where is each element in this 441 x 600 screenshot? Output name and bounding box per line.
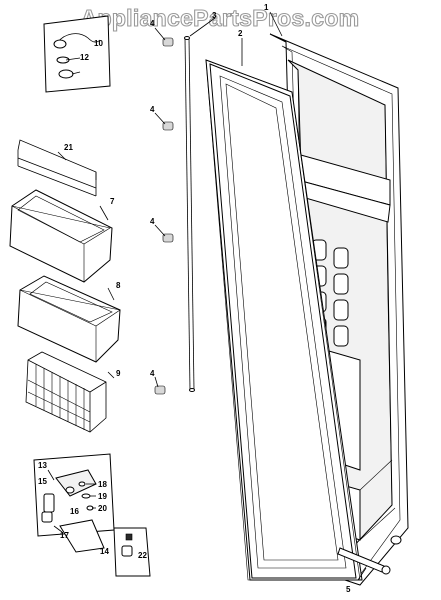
hinge-kit-top: [43, 15, 111, 93]
callout-label: 4: [150, 19, 155, 28]
screw-1: [154, 27, 174, 47]
wire-rack-part: [17, 139, 97, 197]
callout-label: 19: [98, 492, 107, 501]
callout-label: 15: [38, 477, 47, 486]
callout-label: 1: [264, 3, 269, 12]
callout-label: 8: [116, 281, 121, 290]
door-bin-part: [9, 189, 113, 283]
callout-label: 10: [94, 39, 103, 48]
callout-labels: 1 2 3 4 4 4 4 5 7 8 9 10 12 13 14 15 16 …: [38, 3, 351, 594]
callout-label: 3: [212, 11, 217, 20]
screw-4: [154, 376, 166, 395]
hinge-kit-bottom: [33, 453, 115, 553]
screw-parts: [154, 27, 174, 395]
callout-label: 21: [64, 143, 73, 152]
callout-label: 16: [70, 507, 79, 516]
callout-label: 7: [110, 197, 115, 206]
door-rod-part: [184, 36, 195, 392]
callout-label: 5: [346, 585, 351, 594]
door-shelf-part: [17, 275, 121, 363]
callout-label: 4: [150, 217, 155, 226]
hinge-cap-part: [113, 527, 151, 577]
callout-label: 4: [150, 105, 155, 114]
door-gasket-part: [205, 59, 363, 581]
callout-label: 12: [80, 53, 89, 62]
callout-label: 14: [100, 547, 109, 556]
screw-3: [154, 224, 174, 243]
callout-label: 17: [60, 531, 69, 540]
callout-label: 22: [138, 551, 147, 560]
callout-label: 9: [116, 369, 121, 378]
callout-label: 4: [150, 369, 155, 378]
wire-basket-part: [25, 351, 115, 433]
bottom-rod-part: [337, 535, 402, 581]
callout-label: 20: [98, 504, 107, 513]
watermark: AppliancePartsPros.com: [81, 5, 360, 31]
callout-label: 13: [38, 461, 47, 470]
callout-label: 2: [238, 29, 243, 38]
screw-2: [154, 112, 174, 131]
callout-label: 18: [98, 480, 107, 489]
